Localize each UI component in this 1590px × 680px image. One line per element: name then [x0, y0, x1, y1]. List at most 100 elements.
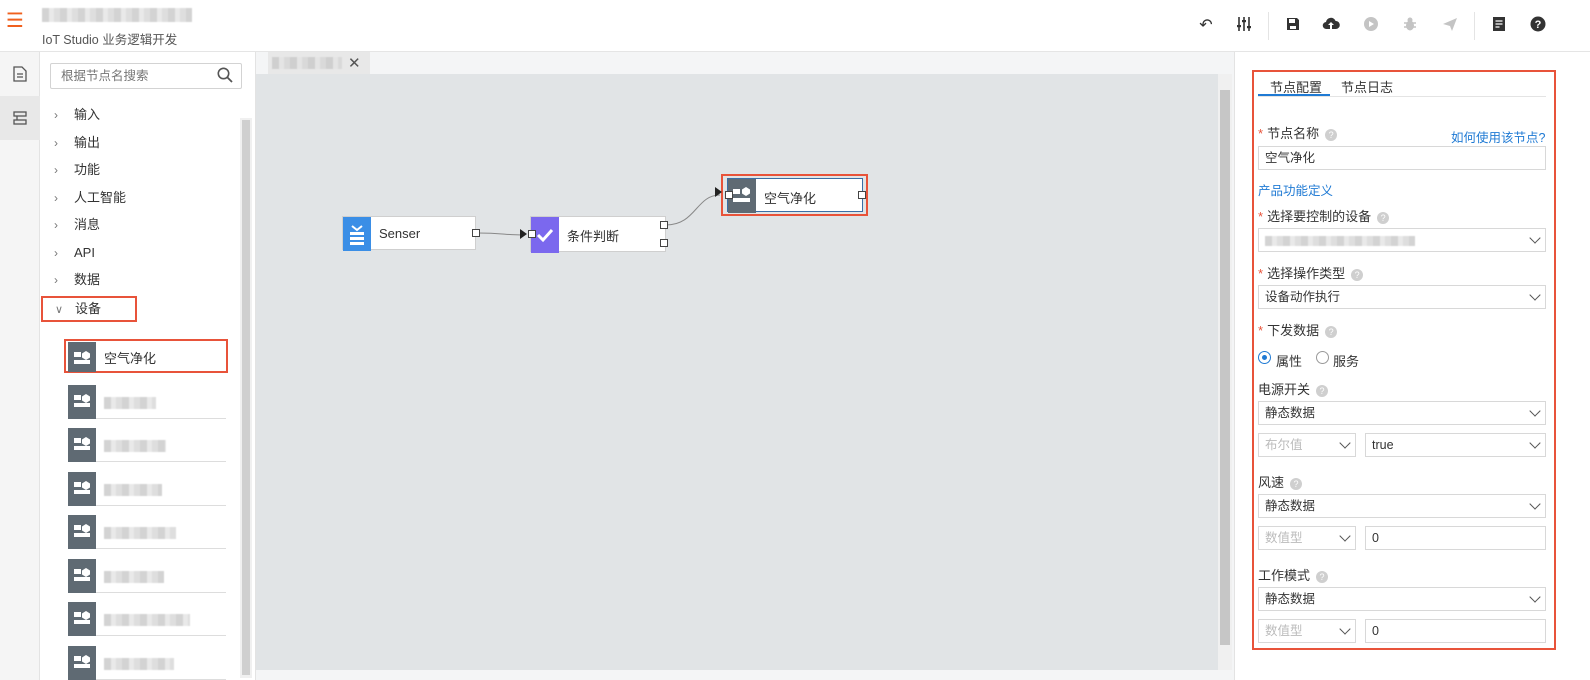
- device-node-icon: [68, 515, 96, 549]
- device-item[interactable]: [68, 515, 226, 549]
- document-icon[interactable]: [1489, 16, 1509, 36]
- help-icon[interactable]: ?: [1325, 128, 1338, 141]
- category-message[interactable]: ›消息: [40, 212, 240, 238]
- node-panel-scroll-thumb[interactable]: [242, 120, 250, 675]
- category-function[interactable]: ›功能: [40, 157, 240, 183]
- flow-canvas[interactable]: Senser 条件判断 空气净化: [256, 74, 1218, 670]
- radio-property[interactable]: [1258, 351, 1271, 364]
- wind-type-select[interactable]: 数值型: [1258, 526, 1356, 550]
- category-output[interactable]: ›输出: [40, 130, 240, 156]
- wind-value-input[interactable]: 0: [1365, 526, 1546, 550]
- radio-service[interactable]: [1316, 351, 1329, 364]
- chevron-right-icon: ›: [54, 108, 58, 122]
- toolbar-divider: [1474, 12, 1475, 40]
- power-source-select[interactable]: 静态数据: [1258, 401, 1546, 425]
- output-port[interactable]: [472, 229, 480, 237]
- node-label: Senser: [379, 226, 421, 241]
- power-value-select[interactable]: true: [1365, 433, 1546, 457]
- field-label-mode: 工作模式?: [1258, 565, 1329, 584]
- deploy-cloud-icon[interactable]: [1321, 16, 1341, 36]
- device-item[interactable]: [68, 602, 226, 636]
- node-library-icon[interactable]: [0, 96, 40, 140]
- run-icon[interactable]: [1361, 16, 1381, 36]
- connection-lines: [477, 194, 721, 236]
- field-label-wind: 风速?: [1258, 472, 1303, 491]
- input-node-icon: [343, 217, 371, 251]
- device-item-air-purifier[interactable]: 空气净化: [64, 339, 228, 373]
- save-icon[interactable]: [1283, 16, 1303, 36]
- help-icon[interactable]: ?: [1377, 211, 1390, 224]
- device-node-icon: [68, 472, 96, 506]
- how-to-use-link[interactable]: 如何使用该节点?: [1451, 131, 1546, 145]
- arrow-marker: [520, 229, 527, 239]
- node-search-box: [50, 63, 242, 89]
- chevron-right-icon: ›: [54, 246, 58, 260]
- input-port[interactable]: [725, 191, 733, 199]
- device-item[interactable]: [68, 472, 226, 506]
- category-device[interactable]: ∨设备: [41, 296, 137, 322]
- arrow-marker: [715, 187, 722, 197]
- node-name-input[interactable]: 空气净化: [1258, 146, 1546, 170]
- config-highlight-box: [1252, 70, 1556, 650]
- device-node-icon: [68, 646, 96, 680]
- search-icon[interactable]: [217, 67, 233, 87]
- mode-source-select[interactable]: 静态数据: [1258, 587, 1546, 611]
- device-node-icon: [68, 342, 96, 372]
- op-type-select[interactable]: 设备动作执行: [1258, 285, 1546, 309]
- device-node-icon: [68, 559, 96, 593]
- category-data[interactable]: ›数据: [40, 267, 240, 293]
- help-icon[interactable]: ?: [1316, 384, 1329, 397]
- hamburger-menu-icon[interactable]: ☰: [6, 10, 24, 32]
- canvas-node-air-purifier[interactable]: 空气净化: [725, 178, 866, 213]
- device-item[interactable]: [68, 385, 226, 419]
- power-type-select[interactable]: 布尔值: [1258, 433, 1356, 457]
- top-header: ☰ IoT Studio 业务逻辑开发 ↶ ?: [0, 0, 1590, 52]
- file-list-icon[interactable]: [0, 52, 40, 96]
- settings-sliders-icon[interactable]: [1234, 16, 1254, 36]
- device-item[interactable]: [68, 428, 226, 462]
- category-api[interactable]: ›API: [40, 240, 240, 266]
- help-icon[interactable]: ?: [1316, 570, 1329, 583]
- node-search-input[interactable]: [51, 64, 211, 88]
- active-tab-indicator: [1258, 94, 1330, 96]
- chevron-right-icon: ›: [54, 163, 58, 177]
- app-subtitle: IoT Studio 业务逻辑开发: [42, 33, 178, 47]
- device-item-label-redacted: [104, 614, 190, 626]
- output-port-true[interactable]: [660, 221, 668, 229]
- mode-type-select[interactable]: 数值型: [1258, 619, 1356, 643]
- tab-node-config[interactable]: 节点配置: [1270, 80, 1323, 95]
- canvas-tab-name-redacted: [272, 57, 342, 69]
- category-input[interactable]: ›输入: [40, 102, 240, 128]
- undo-icon[interactable]: ↶: [1199, 17, 1213, 34]
- output-port-false[interactable]: [660, 239, 668, 247]
- device-item-label-redacted: [104, 484, 162, 496]
- node-label: 条件判断: [567, 229, 620, 244]
- help-icon[interactable]: ?: [1290, 477, 1303, 490]
- canvas-scroll-thumb[interactable]: [1220, 90, 1230, 645]
- help-icon[interactable]: ?: [1325, 325, 1338, 338]
- input-port[interactable]: [528, 230, 536, 238]
- tab-node-log[interactable]: 节点日志: [1341, 80, 1394, 95]
- wind-source-select[interactable]: 静态数据: [1258, 494, 1546, 518]
- help-icon[interactable]: ?: [1528, 16, 1548, 36]
- device-item[interactable]: [68, 559, 226, 593]
- canvas-node-condition[interactable]: 条件判断: [528, 216, 668, 253]
- device-select[interactable]: [1258, 228, 1546, 252]
- field-label-device: *选择要控制的设备?: [1258, 206, 1390, 225]
- field-label-send-data: *下发数据?: [1258, 320, 1338, 339]
- chevron-down-icon: ∨: [55, 304, 64, 316]
- help-icon[interactable]: ?: [1351, 268, 1364, 281]
- svg-text:?: ?: [1535, 19, 1542, 31]
- product-function-link[interactable]: 产品功能定义: [1258, 184, 1334, 198]
- node-library-panel: ›输入 ›输出 ›功能 ›人工智能 ›消息 ›API ›数据 ∨设备 空气净化: [40, 52, 256, 680]
- category-ai[interactable]: ›人工智能: [40, 185, 240, 211]
- close-icon[interactable]: ✕: [348, 55, 361, 72]
- debug-bug-icon[interactable]: [1400, 16, 1420, 36]
- mode-value-input[interactable]: 0: [1365, 619, 1546, 643]
- node-label: 空气净化: [764, 191, 817, 206]
- publish-send-icon[interactable]: [1440, 16, 1460, 36]
- canvas-node-senser[interactable]: Senser: [342, 216, 480, 251]
- device-node-icon: [68, 385, 96, 419]
- output-port[interactable]: [858, 191, 866, 199]
- device-item[interactable]: [68, 646, 226, 680]
